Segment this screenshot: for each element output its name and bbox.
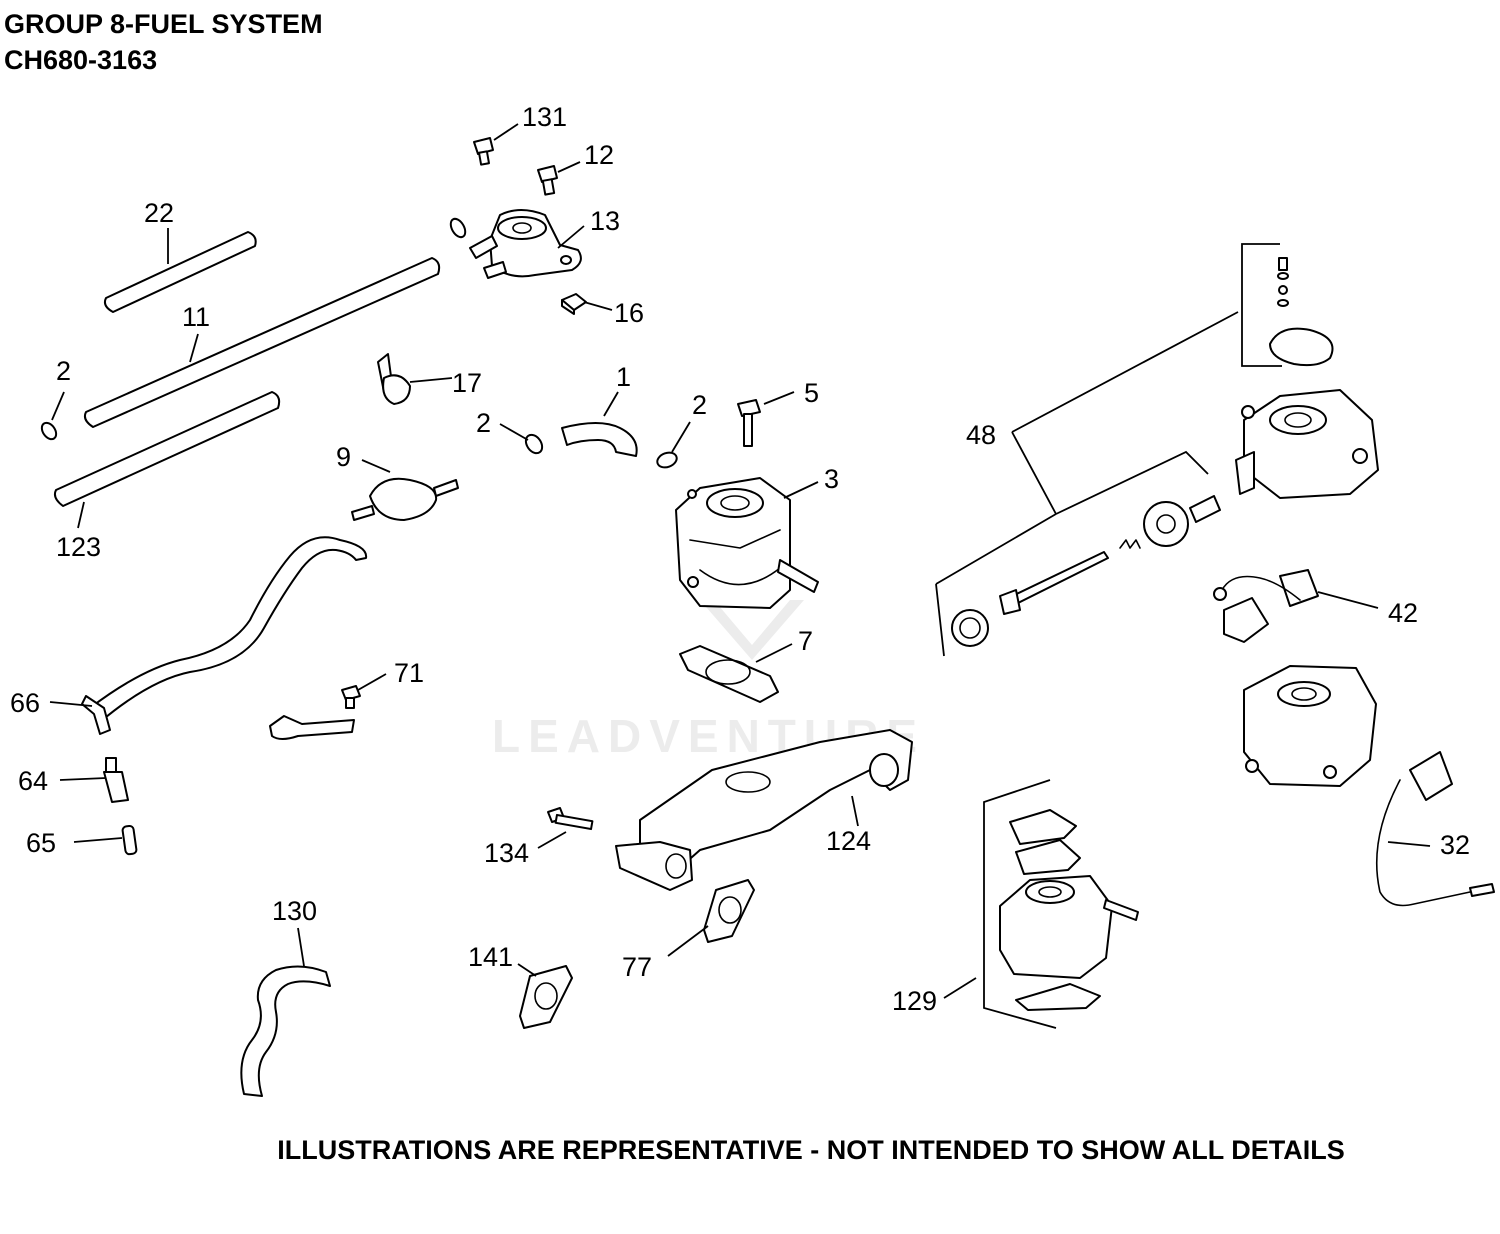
part-1-elbow-hose[interactable] [561,422,638,457]
callout-2-right: 2 [692,390,707,420]
part-22-hose[interactable] [103,231,257,313]
callout-141: 141 [468,942,513,972]
part-77-gasket[interactable] [703,879,755,943]
part-2-clamp-right[interactable] [655,450,679,470]
callout-42: 42 [1388,598,1418,628]
part-134-bolt[interactable] [547,807,594,831]
part-13-fuel-pump[interactable] [469,209,582,279]
part-48-spring[interactable] [1119,539,1141,549]
callout-129: 129 [892,986,937,1016]
callout-123: 123 [56,532,101,562]
callout-22: 22 [144,198,174,228]
callout-11: 11 [182,302,210,332]
callout-5: 5 [804,378,819,408]
callout-2-mid: 2 [476,408,491,438]
callout-66: 66 [10,688,40,718]
part-129-carburetor-kit[interactable] [983,779,1139,1029]
part-48-carburetor-body[interactable] [1235,389,1379,499]
part-124-intake-manifold[interactable] [615,729,913,891]
callout-16: 16 [614,298,644,328]
title-block: GROUP 8-FUEL SYSTEM CH680-3163 [4,6,323,78]
disclaimer-note: ILLUSTRATIONS ARE REPRESENTATIVE - NOT I… [277,1135,1345,1165]
part-123-hose[interactable] [53,391,281,507]
part-carburetor-bowl[interactable] [1243,665,1377,787]
leader-lines [49,123,1431,999]
part-9-fuel-filter[interactable] [351,477,459,521]
part-2-clamp-mid[interactable] [523,432,546,456]
part-65-plug[interactable] [121,824,138,856]
callout-13: 13 [590,206,620,236]
part-131-screw[interactable] [473,137,494,166]
callout-1: 1 [616,362,631,392]
part-66-fuel-line[interactable] [89,536,368,723]
group-title: GROUP 8-FUEL SYSTEM [4,9,323,39]
part-17-bracket[interactable] [377,353,411,405]
part-42-solenoid[interactable] [1213,569,1319,643]
watermark-logo [700,600,804,660]
part-2-clamp-left[interactable] [39,420,59,442]
part-5-bolt[interactable] [737,399,761,447]
part-7-gasket[interactable] [679,645,779,703]
callout-64: 64 [18,766,48,796]
callout-32: 32 [1440,830,1470,860]
part-48-throttle-shaft[interactable] [999,551,1109,615]
mounting-bracket[interactable] [269,715,355,740]
part-48-cap[interactable] [951,609,989,647]
callout-17: 17 [452,368,482,398]
part-16-nut[interactable] [561,293,587,315]
callout-7: 7 [798,626,813,656]
part-3-carburetor[interactable] [675,477,819,609]
callout-71: 71 [394,658,424,688]
callout-130: 130 [272,896,317,926]
callout-131: 131 [522,102,567,132]
part-48-pulley[interactable] [1143,495,1221,547]
part-11-hose[interactable] [83,257,441,428]
callout-9: 9 [336,442,351,472]
callout-3: 3 [824,464,839,494]
callout-65: 65 [26,828,56,858]
part-141-gasket[interactable] [519,965,573,1029]
callout-77: 77 [622,952,652,982]
callout-48: 48 [966,420,996,450]
part-71-screw[interactable] [341,685,361,709]
part-48-screw-stack[interactable] [1277,257,1289,307]
part-64-fitting[interactable] [103,757,129,803]
part-32-solenoid-lead[interactable] [1375,751,1495,907]
part-48-cover-plate[interactable] [1269,327,1334,367]
callout-12: 12 [584,140,614,170]
callout-2-left: 2 [56,356,71,386]
model-number: CH680-3163 [4,45,158,75]
callout-134: 134 [484,838,529,868]
part-130-hose[interactable] [240,965,331,1097]
part-48-kit-bracket [935,243,1282,657]
callout-124: 124 [826,826,871,856]
part-12-screw[interactable] [537,165,558,196]
part-2-clamp-top[interactable] [448,216,468,239]
